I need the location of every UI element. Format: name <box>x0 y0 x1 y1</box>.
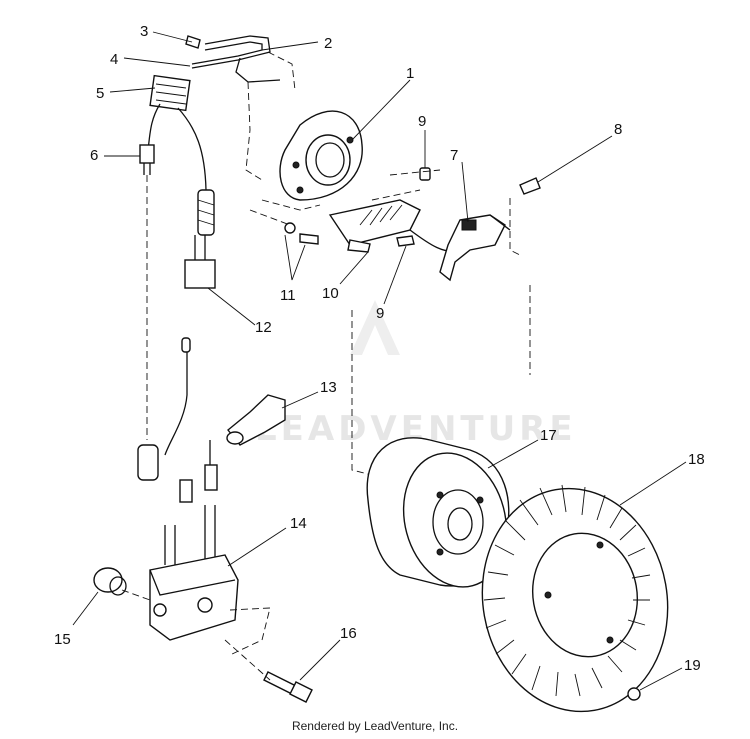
callout-18: 18 <box>688 451 705 468</box>
callout-15: 15 <box>54 631 71 648</box>
screw-9-lower <box>396 235 415 247</box>
callout-17: 17 <box>540 427 557 444</box>
callout-4: 4 <box>110 51 118 68</box>
screws-11 <box>284 222 319 245</box>
callout-7: 7 <box>450 147 458 164</box>
leader-lines <box>72 31 687 691</box>
bolt-16 <box>263 671 313 703</box>
callout-3: 3 <box>140 23 148 40</box>
callout-1: 1 <box>406 65 414 82</box>
wire-harness <box>139 35 296 440</box>
ignition-coil <box>149 554 239 641</box>
render-credit: Rendered by LeadVenture, Inc. <box>291 719 459 733</box>
bushing-15 <box>93 567 127 596</box>
screw-8 <box>519 177 541 195</box>
watermark: LEADVENTURE <box>255 300 573 449</box>
callout-9-upper: 9 <box>418 113 426 130</box>
callout-16: 16 <box>340 625 357 642</box>
connector-6 <box>139 144 155 164</box>
connector-12 <box>184 259 216 289</box>
screw-19 <box>627 687 641 701</box>
connector-coil <box>137 444 159 481</box>
callout-10: 10 <box>322 285 339 302</box>
callout-8: 8 <box>614 121 622 138</box>
regulator-module <box>149 74 191 112</box>
screw-3 <box>185 35 201 49</box>
assembly-line-frame <box>351 169 531 476</box>
callout-2: 2 <box>324 35 332 52</box>
stator-plate <box>249 110 421 226</box>
boot-1 <box>179 479 193 503</box>
callout-19: 19 <box>684 657 701 674</box>
callout-11: 11 <box>280 287 296 304</box>
coil-assembly-lines <box>121 589 271 681</box>
pulser-coil <box>439 214 511 282</box>
screw-9-upper <box>419 167 431 181</box>
callout-5: 5 <box>96 85 104 102</box>
cooling-fan <box>481 484 669 713</box>
callout-14: 14 <box>290 515 307 532</box>
boot-2 <box>204 464 218 491</box>
spark-plug-cap <box>226 394 286 446</box>
callout-6: 6 <box>90 147 98 164</box>
ignition-wires <box>137 337 218 565</box>
callout-9-lower: 9 <box>376 305 384 322</box>
callout-labels: 3 2 4 5 6 1 9 7 8 9 10 11 12 13 14 15 16… <box>54 23 705 674</box>
callout-13: 13 <box>320 379 337 396</box>
flywheel <box>366 437 510 588</box>
stator-coil <box>328 199 461 253</box>
callout-12: 12 <box>255 319 272 336</box>
